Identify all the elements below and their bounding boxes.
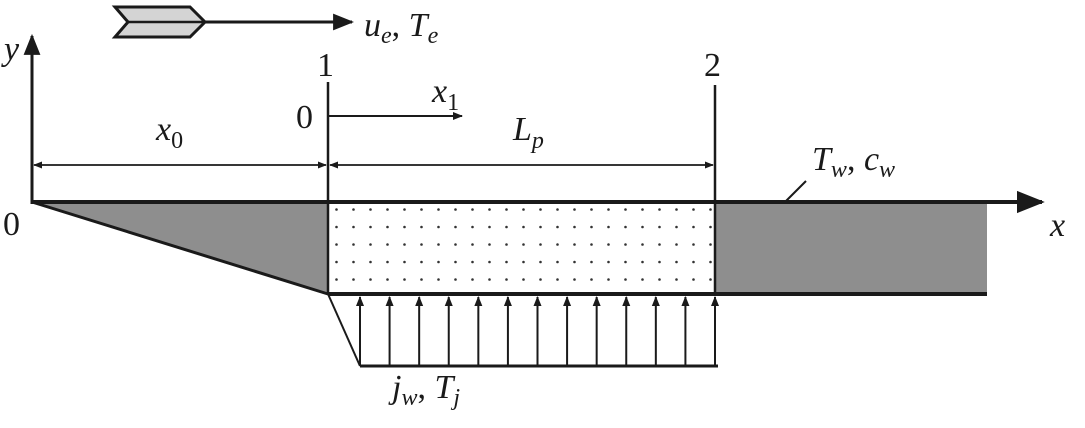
injection-label: jw, Tj: [388, 369, 460, 411]
freestream-arrow: [111, 5, 355, 39]
x0-label: x0: [155, 111, 183, 154]
origin-label: 0: [3, 206, 20, 243]
section-2-label: 2: [704, 47, 721, 84]
trailing-solid-wall: [715, 202, 987, 294]
freestream-label: ue, Te: [364, 7, 439, 49]
injection-arrows: [327, 293, 719, 368]
wedge-underside: [31, 200, 329, 296]
x1-origin-label: 0: [296, 99, 313, 136]
y-axis-label: y: [1, 31, 20, 68]
wall-leader-line: [783, 180, 807, 204]
section-1-label: 1: [317, 47, 334, 84]
Lp-label: Lp: [512, 111, 544, 154]
porous-section: [328, 202, 715, 294]
x-axis-label: x: [1049, 207, 1065, 244]
wall-properties-label: Tw, cw: [812, 141, 895, 183]
injection-profile-slant: [327, 293, 361, 367]
x1-label: x1: [431, 73, 459, 116]
